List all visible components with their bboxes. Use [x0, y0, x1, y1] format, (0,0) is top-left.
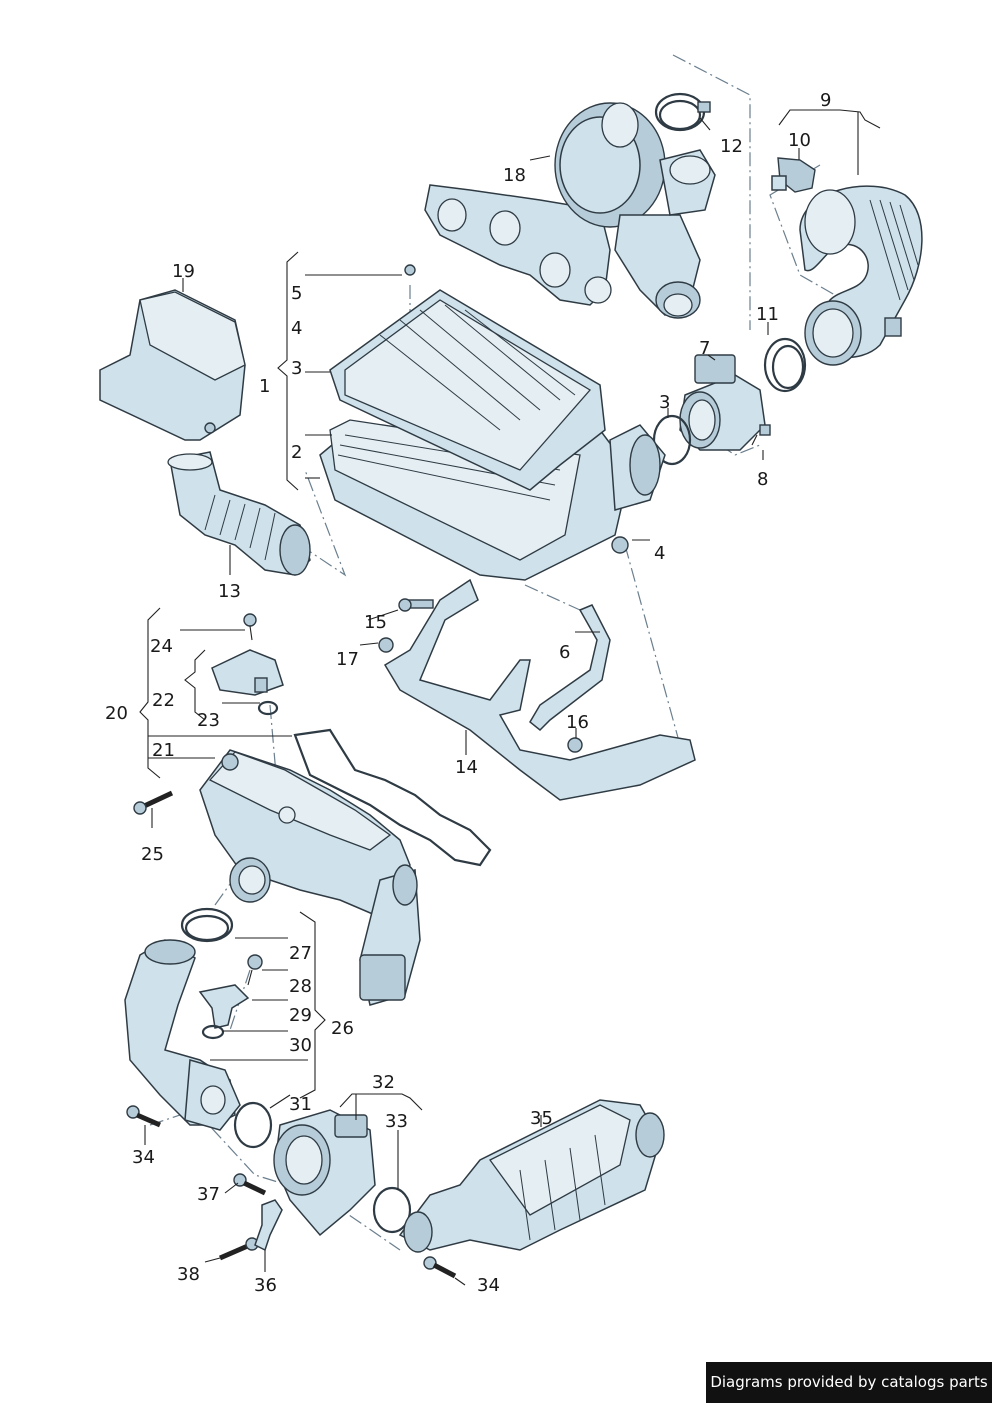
- label-29: 29: [289, 1005, 312, 1026]
- label-12: 12: [720, 136, 743, 157]
- intake-manifold-20: [199, 749, 421, 1006]
- label-13: 13: [218, 581, 241, 602]
- footer-credit: Diagrams provided by catalogs parts: [706, 1362, 992, 1403]
- label-8: 8: [757, 469, 768, 490]
- air-duct-19-clip: [204, 422, 216, 434]
- bolt-34-bottom: [423, 1256, 457, 1279]
- label-3: 3: [291, 358, 302, 379]
- label-21: 21: [152, 740, 175, 761]
- bracket-14: [383, 578, 696, 801]
- pipe-26: [124, 939, 241, 1131]
- o-ring-33: [372, 1186, 412, 1234]
- label-23: 23: [197, 710, 220, 731]
- bolt-15: [398, 598, 434, 612]
- screw-24: [243, 613, 257, 641]
- hose-clamp-12: [654, 92, 711, 132]
- manifold-21-gasket: [293, 728, 492, 867]
- charge-air-cooler-35: [398, 1099, 665, 1253]
- hose-6: [529, 604, 611, 732]
- nut-17: [378, 637, 394, 653]
- label-2: 2: [291, 442, 302, 463]
- label-25: 25: [141, 844, 164, 865]
- screw-8: [751, 424, 771, 446]
- bolt-37: [233, 1173, 267, 1196]
- label-34: 34: [132, 1147, 155, 1168]
- label-9: 9: [820, 90, 831, 111]
- air-duct-19-top: [139, 291, 246, 381]
- air-mass-meter-7: [679, 354, 766, 451]
- label-30: 30: [289, 1035, 312, 1056]
- label-15: 15: [364, 612, 387, 633]
- label-18: 18: [503, 165, 526, 186]
- label-1: 1: [259, 376, 270, 397]
- label-32: 32: [372, 1072, 395, 1093]
- label-19: 19: [172, 261, 195, 282]
- label-14: 14: [455, 757, 478, 778]
- throttle-valve-32: [273, 1109, 376, 1237]
- bracket-36: [254, 1199, 283, 1252]
- label-26: 26: [331, 1018, 354, 1039]
- bolt-34-left: [126, 1105, 161, 1128]
- intake-hose-9: [799, 185, 923, 366]
- o-ring-23: [257, 700, 279, 716]
- nut-16: [567, 737, 583, 753]
- label-33: 33: [385, 1111, 408, 1132]
- o-ring-30: [201, 1024, 225, 1040]
- sensor-10: [771, 157, 816, 193]
- label-34b: 34: [477, 1275, 500, 1296]
- bolt-38: [219, 1237, 259, 1261]
- label-35: 35: [530, 1108, 553, 1129]
- label-27: 27: [289, 943, 312, 964]
- o-ring-31: [233, 1101, 273, 1149]
- label-38: 38: [177, 1264, 200, 1285]
- label-10: 10: [788, 130, 811, 151]
- label-11: 11: [756, 304, 779, 325]
- sensor-22: [211, 649, 284, 696]
- hose-clamp-11: [763, 337, 807, 393]
- clamp-27: [180, 907, 234, 943]
- label-17: 17: [336, 649, 359, 670]
- label-36: 36: [254, 1275, 277, 1296]
- label-4b: 4: [654, 543, 665, 564]
- label-3b: 3: [659, 392, 670, 413]
- sensor-29: [198, 984, 250, 1029]
- turbocharger: [424, 102, 716, 319]
- label-37: 37: [197, 1184, 220, 1205]
- air-filter-housing: [319, 264, 666, 581]
- label-24: 24: [150, 636, 173, 657]
- label-16: 16: [566, 712, 589, 733]
- label-7: 7: [699, 338, 710, 359]
- bellows-hose-13: [167, 451, 311, 576]
- label-20: 20: [105, 703, 128, 724]
- label-28: 28: [289, 976, 312, 997]
- label-5: 5: [291, 283, 302, 304]
- leader-lines: [139, 109, 881, 1286]
- screw-28: [247, 954, 263, 986]
- label-4: 4: [291, 318, 302, 339]
- bolt-25: [133, 790, 174, 815]
- part-labels: 1 2 3 3 4 4 5 6 7 8 9 10 11 12 13 14 15 …: [105, 90, 831, 1296]
- label-6: 6: [559, 642, 570, 663]
- label-31: 31: [289, 1094, 312, 1115]
- label-22: 22: [152, 690, 175, 711]
